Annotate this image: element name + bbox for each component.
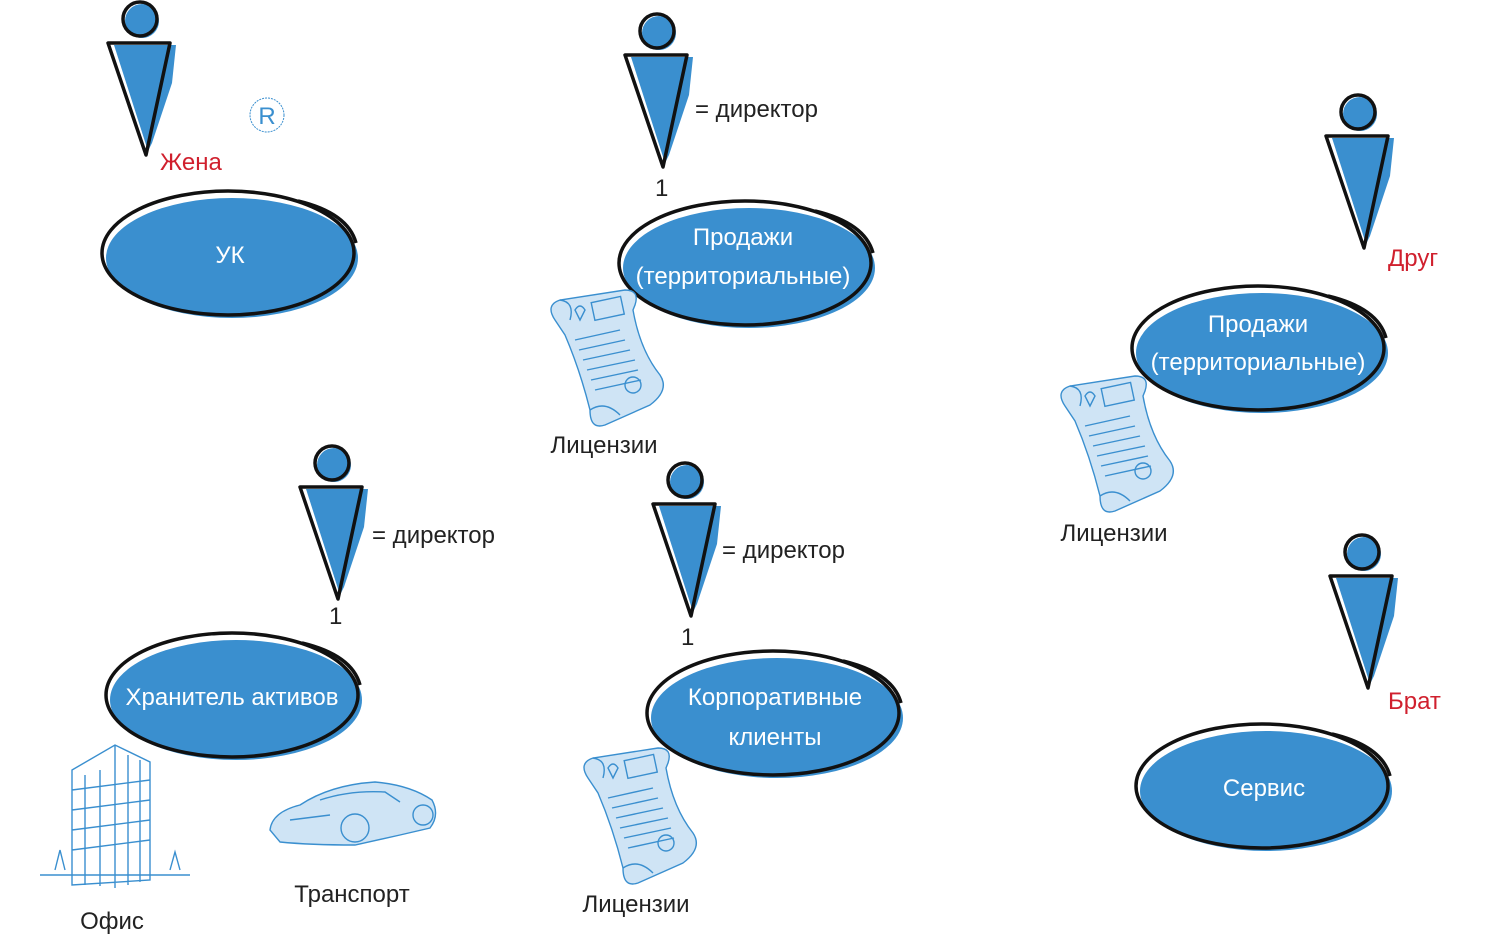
count-label: 1 (655, 175, 668, 202)
building-icon (40, 744, 190, 888)
person-director-corporate: = директор 1 (651, 461, 845, 651)
entity-sales-1: Продажи (территориальные) (617, 199, 877, 330)
asset-label: Лицензии (1060, 520, 1167, 547)
entity-service: Сервис (1134, 722, 1394, 853)
person-wife: Жена (106, 0, 222, 176)
asset-label: Транспорт (294, 881, 409, 908)
person-director-sales: = директор 1 (623, 12, 818, 202)
car-icon (269, 781, 437, 846)
person-icon (1324, 93, 1396, 250)
transport-car: Транспорт (269, 781, 437, 908)
entity-label: УК (215, 242, 244, 269)
role-label: = директор (372, 522, 495, 549)
count-label: 1 (329, 603, 342, 630)
asset-label: Лицензии (582, 891, 689, 918)
entity-sales-2: Продажи (территориальные) (1130, 284, 1390, 415)
person-icon (1328, 533, 1400, 690)
license-scroll-1: Лицензии (550, 289, 665, 459)
entity-label: клиенты (728, 724, 821, 751)
asset-label: Офис (80, 908, 144, 935)
person-icon (651, 461, 723, 618)
person-label: Друг (1388, 245, 1438, 272)
entity-label: Продажи (1208, 311, 1308, 338)
entity-label: Сервис (1223, 775, 1305, 802)
entity-label: Корпоративные (688, 684, 862, 711)
role-label: = директор (695, 96, 818, 123)
person-icon (298, 444, 370, 601)
entity-uk: УК (100, 189, 360, 320)
svg-text:R: R (258, 103, 275, 130)
count-label: 1 (681, 624, 694, 651)
person-label: Брат (1388, 688, 1441, 715)
office-building: Офис (40, 744, 190, 935)
scroll-icon (550, 289, 665, 427)
person-friend: Друг (1324, 93, 1438, 272)
entity-label: Хранитель активов (126, 684, 339, 711)
scroll-icon (583, 747, 698, 885)
person-label: Жена (160, 149, 222, 176)
entity-corporate-clients: Корпоративные клиенты (645, 649, 905, 780)
person-brother: Брат (1328, 533, 1441, 715)
license-scroll-3: Лицензии (582, 747, 698, 918)
license-scroll-2: Лицензии (1060, 375, 1175, 547)
person-icon (623, 12, 695, 169)
entity-label: Продажи (693, 224, 793, 251)
role-label: = директор (722, 537, 845, 564)
registered-mark-icon: R (249, 97, 285, 133)
asset-label: Лицензии (550, 432, 657, 459)
person-director-assets: = директор 1 (298, 444, 495, 630)
entity-label: (территориальные) (1151, 349, 1366, 376)
scroll-icon (1060, 375, 1175, 513)
entity-label: (территориальные) (636, 263, 851, 290)
person-icon (106, 0, 178, 157)
entity-asset-holder: Хранитель активов (104, 631, 364, 762)
